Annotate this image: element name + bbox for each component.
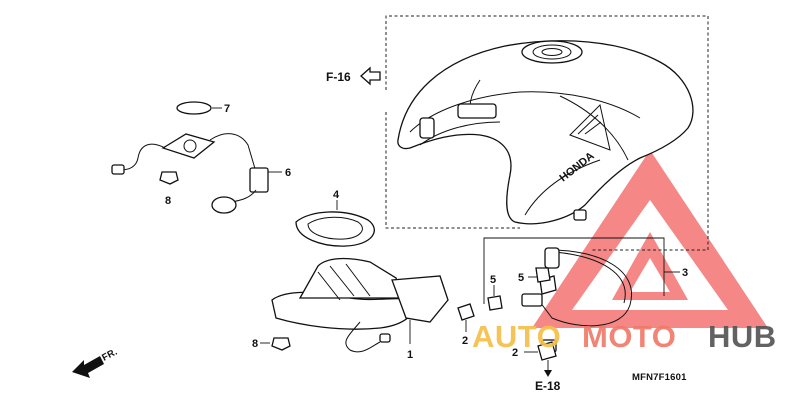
fuel-sender-unit bbox=[111, 133, 269, 214]
arrow-left-icon bbox=[360, 66, 381, 86]
callout-1: 1 bbox=[407, 349, 413, 361]
watermark-moto: MOTO bbox=[582, 319, 676, 354]
callout-3: 3 bbox=[682, 267, 688, 279]
callout-2-left: 2 bbox=[462, 335, 468, 347]
callout-6: 6 bbox=[285, 167, 291, 179]
callout-8-lower: 8 bbox=[252, 338, 258, 350]
watermark-hub: HUB bbox=[708, 319, 777, 354]
front-direction-indicator: FR. bbox=[72, 346, 119, 378]
clip-upper bbox=[535, 267, 551, 283]
fuel-tank-group: HONDA bbox=[385, 15, 709, 251]
hose-joint-bottom bbox=[537, 341, 557, 361]
callout-4: 4 bbox=[333, 189, 340, 201]
gasket bbox=[295, 211, 375, 247]
wing-emblem bbox=[569, 104, 611, 151]
callout-7: 7 bbox=[224, 103, 230, 115]
watermark-logo bbox=[532, 150, 768, 328]
clip-lower bbox=[487, 295, 503, 311]
nut-upper bbox=[159, 171, 179, 185]
nut-lower bbox=[271, 337, 291, 351]
watermark-text: AUTO MOTO HUB bbox=[472, 319, 777, 354]
watermark-triangle bbox=[532, 150, 768, 328]
front-arrow-icon bbox=[72, 356, 104, 378]
fuel-pump bbox=[271, 257, 449, 353]
svg-text:FR.: FR. bbox=[100, 346, 119, 363]
diagram-code: MFN7F1601 bbox=[632, 372, 687, 383]
filler-cap bbox=[521, 40, 583, 64]
svg-text:E-18: E-18 bbox=[535, 379, 561, 393]
callout-5-lower: 5 bbox=[490, 274, 496, 286]
arrow-down-icon bbox=[544, 370, 552, 377]
cross-ref-f16: F-16 bbox=[326, 66, 381, 86]
o-ring bbox=[176, 101, 212, 115]
callout-8-upper: 8 bbox=[165, 195, 171, 207]
hose-joint-left bbox=[457, 303, 475, 321]
callout-2-bottom: 2 bbox=[512, 347, 518, 359]
callout-5-upper: 5 bbox=[518, 272, 524, 284]
svg-text:F-16: F-16 bbox=[326, 70, 351, 84]
watermark-auto: AUTO bbox=[472, 319, 561, 354]
cross-ref-e18: E-18 bbox=[535, 360, 561, 393]
fuel-hose bbox=[539, 249, 632, 327]
